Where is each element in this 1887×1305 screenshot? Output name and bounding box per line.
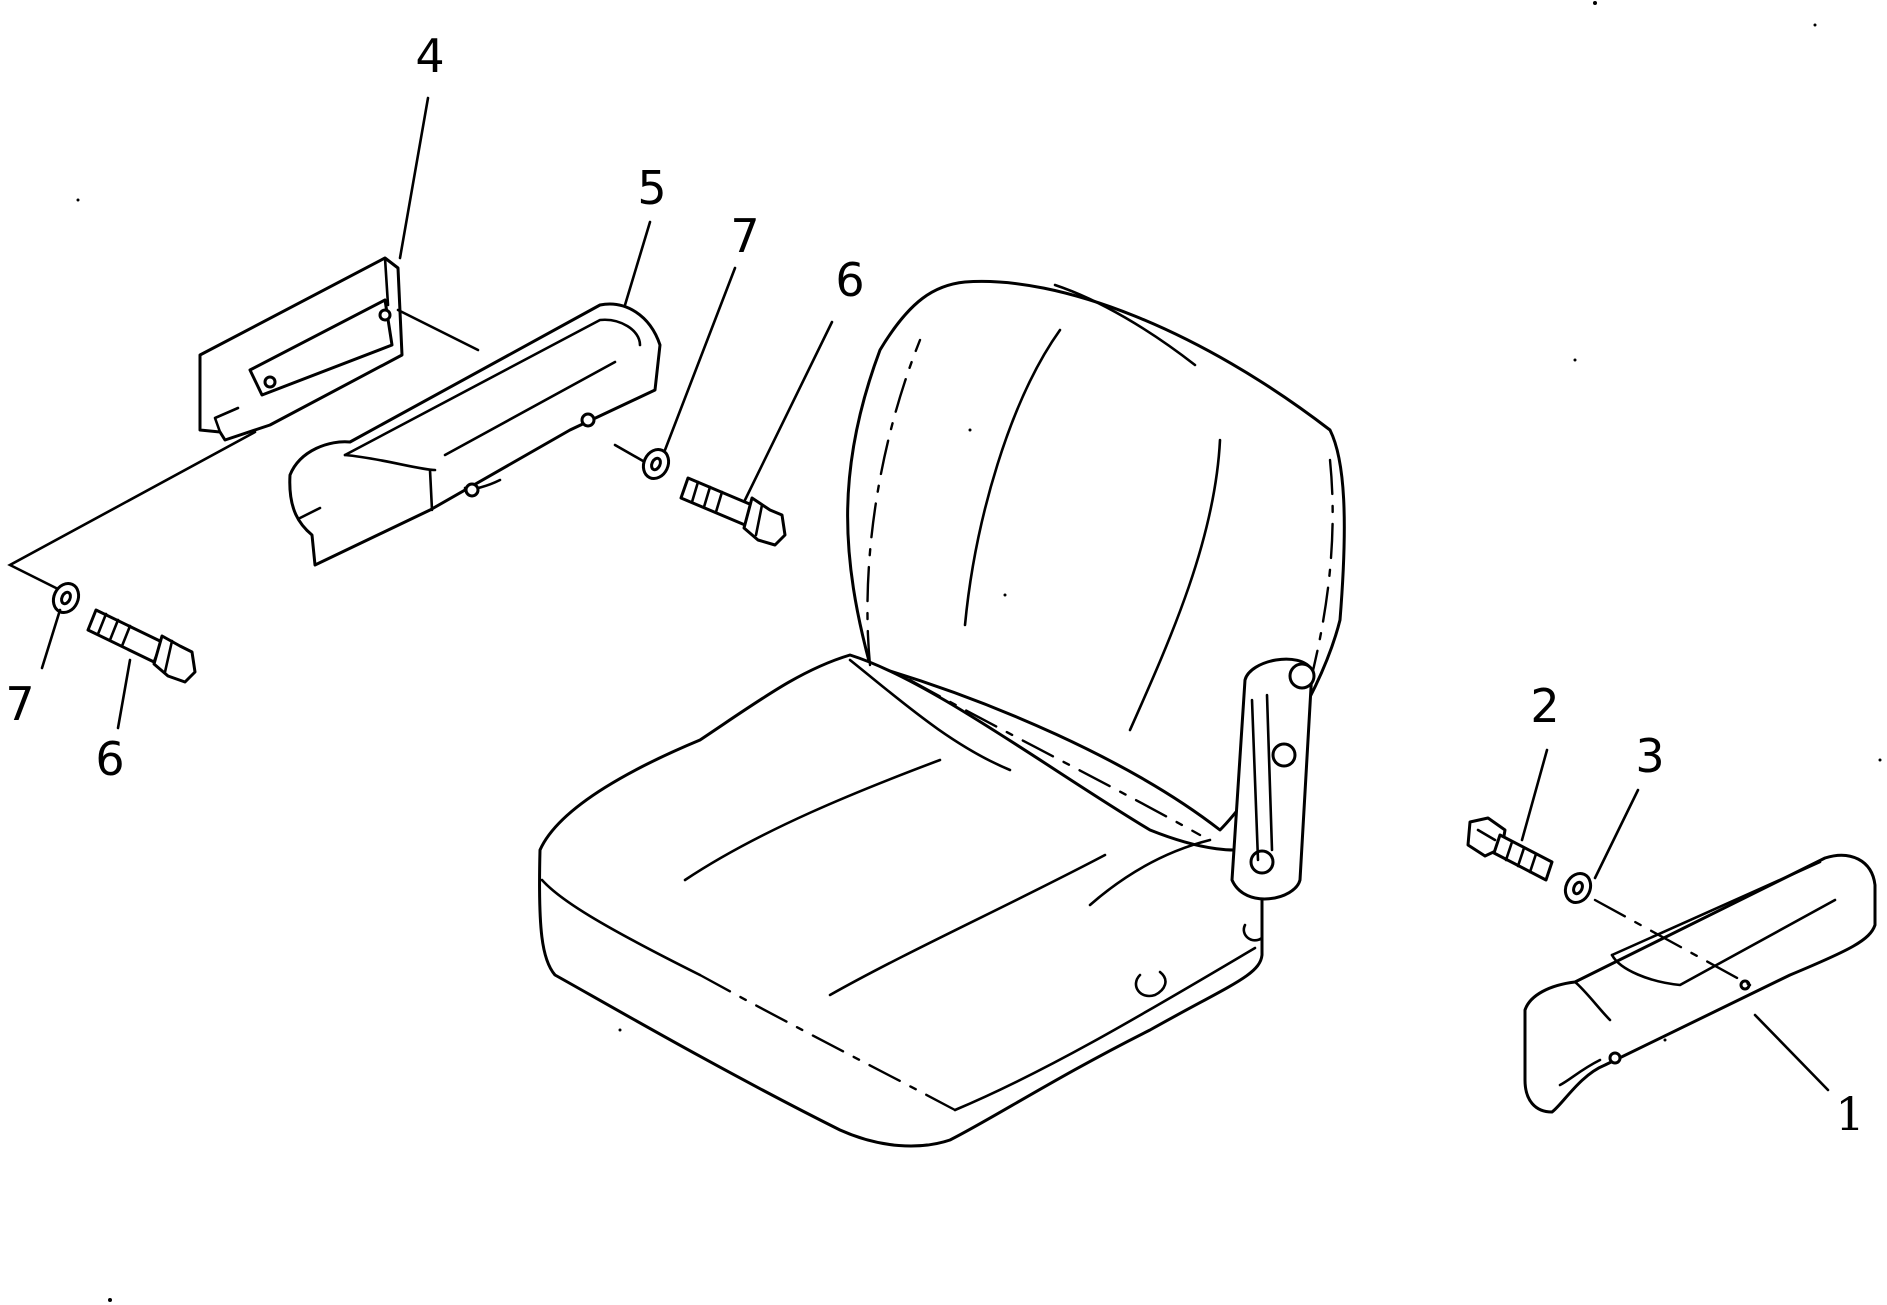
callout-7-lower: 7 xyxy=(5,677,34,731)
washer-part-7-lower xyxy=(51,581,81,615)
bolt-part-2 xyxy=(1466,816,1554,882)
callout-6-upper: 6 xyxy=(835,253,864,307)
bolt-part-6-lower xyxy=(86,608,197,684)
seat-cushion xyxy=(538,653,1264,1148)
seat-assembly xyxy=(538,279,1346,1148)
washer-part-3 xyxy=(1563,871,1593,905)
armrest-part-1 xyxy=(1523,853,1877,1114)
bracket-part-4 xyxy=(198,256,404,442)
callout-5: 5 xyxy=(637,161,666,215)
washer-part-7-upper xyxy=(641,447,671,481)
callout-7-upper: 7 xyxy=(730,209,759,263)
callout-1: 1 xyxy=(1835,1087,1864,1141)
callout-3: 3 xyxy=(1635,729,1664,783)
callout-2: 2 xyxy=(1530,679,1559,733)
callout-6-lower: 6 xyxy=(95,732,124,786)
armrest-part-5 xyxy=(288,302,662,567)
bolt-part-6-upper xyxy=(679,476,787,547)
callout-4: 4 xyxy=(415,29,444,83)
seat-backrest xyxy=(846,279,1346,832)
